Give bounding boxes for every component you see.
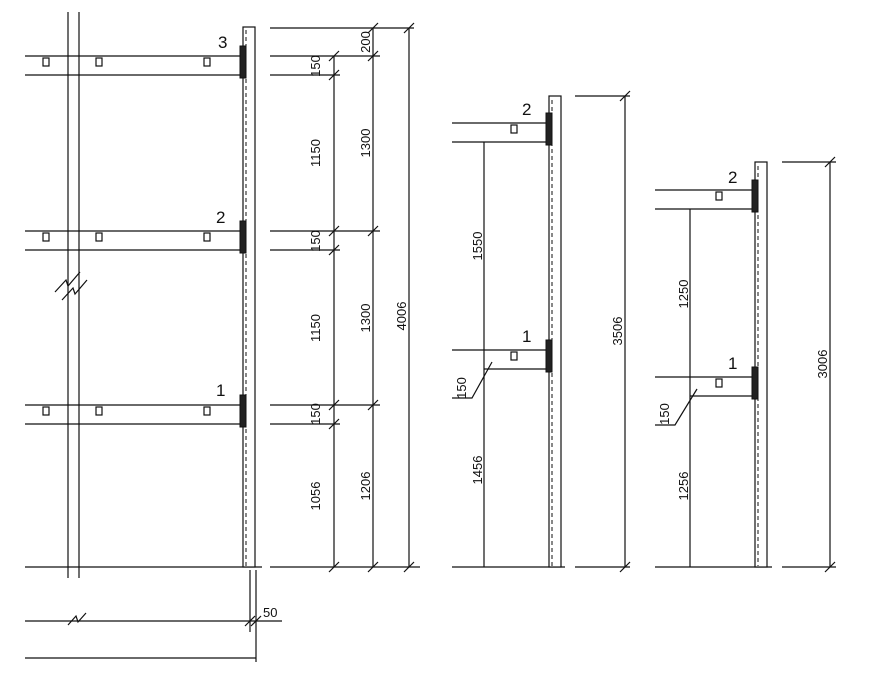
left-beam1-bracket [239,394,247,428]
left-dim-inner-2: 1150 [308,139,323,167]
mid-beam2-bracket [545,112,553,146]
mid-tick-bottom [619,561,631,573]
right-post [754,161,768,568]
left-beam2-clip-a [42,232,50,242]
left-beam3-clip-b [95,57,103,67]
left-base-tick-b [250,615,262,627]
left-dim-total: 4006 [394,302,409,331]
left-level-number-1: 1 [216,381,225,400]
right-level-number-2: 2 [728,168,737,187]
left-beam3-bracket [239,45,247,79]
left-dim-inner-6: 1056 [308,482,323,511]
right-beam2-bracket [751,179,759,213]
left-beam2-clip-c [203,232,211,242]
left-dim-mid-2: 1300 [358,129,373,158]
right-elevation: 2 1 1250 1256 150 3006 [655,156,836,573]
left-beam1-clip-a [42,406,50,416]
left-dim-ticks [328,22,415,573]
left-beam3-clip-a [42,57,50,67]
right-dim-total: 3006 [815,350,830,379]
mid-dim-total: 3506 [610,317,625,346]
mid-level-number-1: 1 [522,327,531,346]
mid-dim-inner-2: 1456 [470,456,485,485]
mid-tick-top [619,90,631,102]
left-level-number-3: 3 [218,33,227,52]
left-break-mark [54,271,81,293]
left-dim-inner-1: 150 [308,55,323,77]
left-beam1-clip-b [95,406,103,416]
left-post [242,26,256,568]
right-beam1-clip [715,378,723,388]
mid-beam1-bracket [545,339,553,373]
mid-leader-150 [452,361,493,399]
right-level-number-1: 1 [728,354,737,373]
left-dim-mid-3: 1300 [358,304,373,333]
mid-post [548,95,562,568]
right-tick-bottom [824,561,836,573]
left-beam1-clip-c [203,406,211,416]
right-dim-inner-2: 1256 [676,472,691,501]
right-beam1-bracket [751,366,759,400]
right-leader-150 [655,388,698,426]
left-beam2-bracket [239,220,247,254]
mid-beam2-clip [510,124,518,134]
right-beam2-clip [715,191,723,201]
right-dim-leader: 150 [657,403,672,425]
left-beam2-clip-b [95,232,103,242]
mid-dim-leader: 150 [454,377,469,399]
mid-dim-inner-1: 1550 [470,232,485,261]
left-level-number-2: 2 [216,208,225,227]
left-break-mark-2 [61,279,88,301]
left-elevation: 3 2 1 [25,12,420,662]
left-base-tick-a [244,615,256,627]
right-dim-inner-1: 1250 [676,280,691,309]
left-dim-inner-4: 1150 [308,314,323,342]
left-dim-mid-4: 1206 [358,472,373,501]
middle-elevation: 2 1 1550 1456 150 3506 [452,90,631,573]
left-dim-inner-3: 150 [308,230,323,252]
left-base-break-mark [67,612,87,626]
mid-beam1-clip [510,351,518,361]
right-tick-top [824,156,836,168]
left-beam3-clip-c [203,57,211,67]
left-dim-mid-1: 200 [358,31,373,53]
left-dim-base: 50 [263,605,277,620]
left-dim-inner-5: 150 [308,403,323,425]
mid-level-number-2: 2 [522,100,531,119]
